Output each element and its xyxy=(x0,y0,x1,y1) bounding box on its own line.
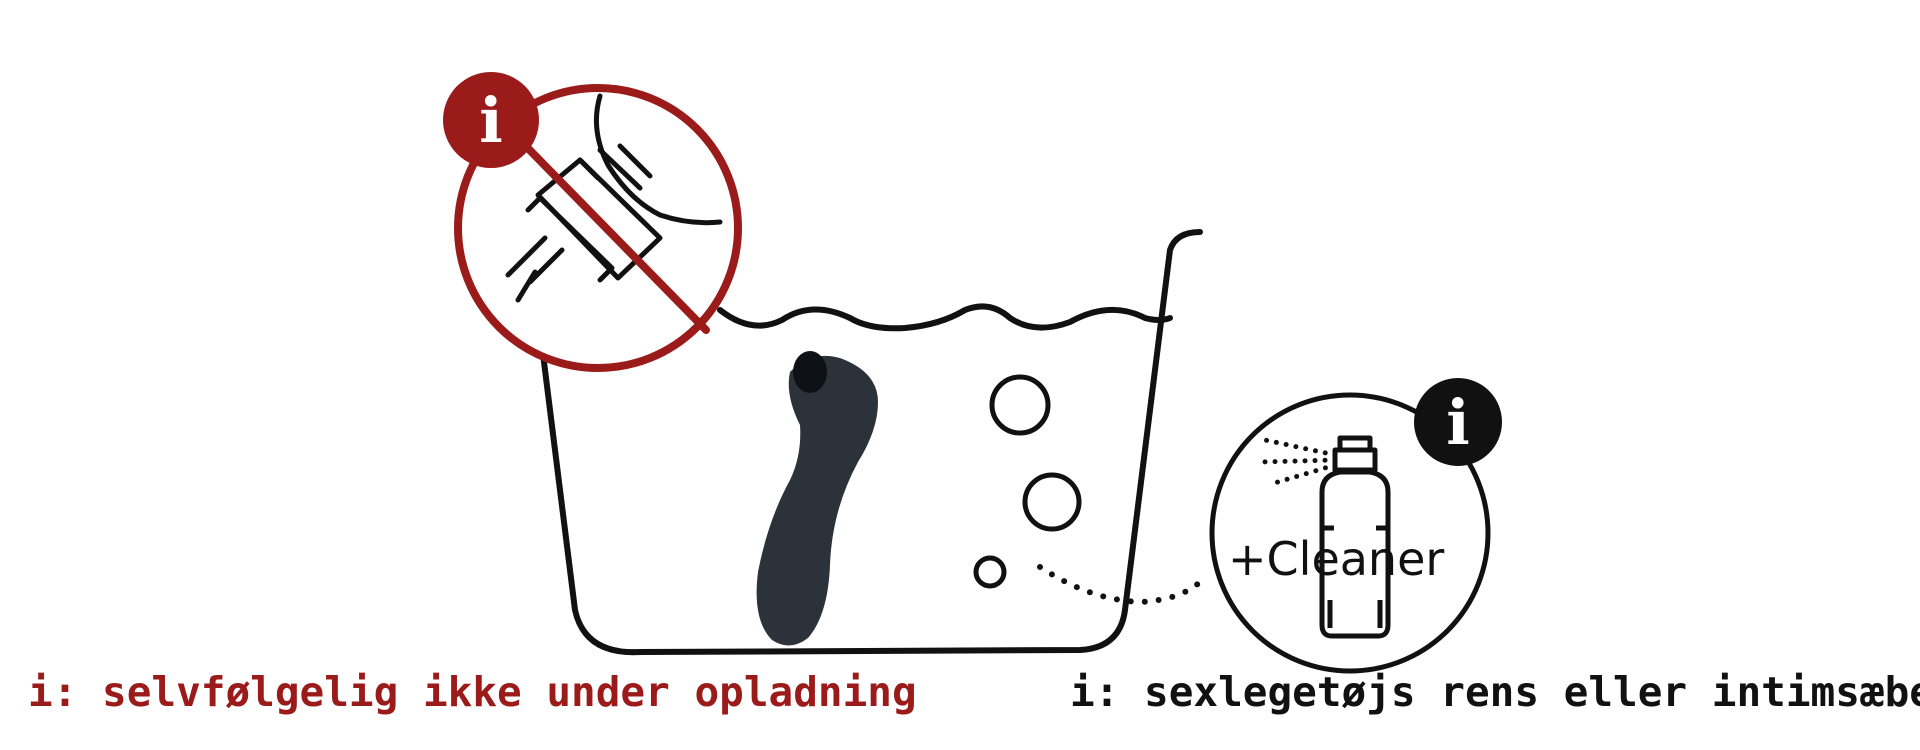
caption-charging-warning: i: selvfølgelig ikke under opladning xyxy=(28,668,917,716)
cleaner-circle: +Cleaner i xyxy=(1209,378,1502,674)
toy-body xyxy=(756,355,878,646)
cleaner-label: +Cleaner xyxy=(1228,532,1444,586)
warning-circle: i xyxy=(443,72,742,372)
warning-info-badge: i xyxy=(443,72,539,168)
dotted-connector xyxy=(1037,564,1203,606)
caption-cleaner-info: i: sexlegetøjs rens eller intimsæbe xyxy=(1070,668,1920,716)
toy-opening xyxy=(793,351,827,393)
bubble-medium xyxy=(1022,472,1082,532)
cleaner-info-badge: i xyxy=(1414,378,1502,466)
toy xyxy=(756,351,878,646)
spray-mist xyxy=(1259,437,1338,488)
basin-outline xyxy=(537,229,1203,656)
water-surface xyxy=(717,303,1173,332)
spray-bottle-icon xyxy=(1319,435,1391,639)
charger-plug-icon xyxy=(505,93,723,303)
info-icon xyxy=(1414,378,1502,466)
bubbles xyxy=(973,374,1082,589)
prohibition-line xyxy=(508,128,710,334)
warning-badge-glyph: i xyxy=(479,84,503,157)
bubble-small xyxy=(973,555,1007,589)
cleaner-circle-ring xyxy=(1209,392,1491,674)
basin xyxy=(537,229,1203,656)
bubble-large xyxy=(989,374,1051,436)
info-icon xyxy=(443,72,539,168)
warning-circle-ring xyxy=(454,84,742,372)
cleaner-badge-glyph: i xyxy=(1446,386,1470,459)
